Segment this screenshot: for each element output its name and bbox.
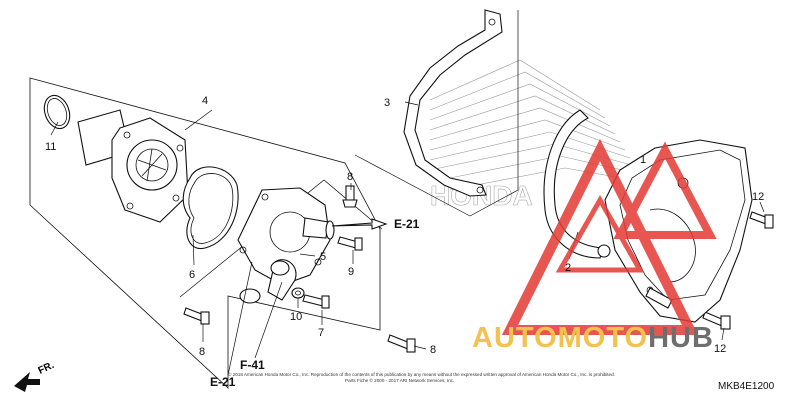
assembly-outline-box [29, 77, 381, 389]
e21-arrow [331, 218, 388, 230]
callout-7: 7 [318, 327, 324, 339]
bolt-12-upper [749, 211, 774, 229]
callout-2: 2 [565, 262, 571, 274]
pump-cover-part [237, 187, 335, 304]
callout-4: 4 [202, 95, 208, 107]
seal-grommet [597, 244, 611, 258]
front-direction-arrow [14, 372, 40, 392]
ref-e21-bottom: E-21 [210, 375, 236, 389]
watermark-logo: AUTOMOTOHUB [472, 138, 717, 354]
copyright-line-1: © 2018 American Honda Motor Co., Inc. Re… [228, 371, 615, 377]
ref-f41: F-41 [240, 358, 265, 372]
bracket-part [403, 9, 503, 197]
watermark-text-auto: AUTOMOTO [472, 322, 648, 354]
callout-12-lower: 12 [714, 343, 726, 355]
svg-text:AUTOMOTOHUB: AUTOMOTOHUB [472, 322, 714, 354]
bolt-8-top [342, 185, 358, 208]
bolt-8-left [183, 307, 210, 325]
washer-10 [291, 287, 305, 299]
callout-8-left: 8 [199, 346, 205, 358]
front-direction-label: FR. [37, 360, 56, 377]
callout-11: 11 [45, 141, 56, 153]
diagram-code: MKB4E1200 [718, 381, 775, 392]
callout-8-bottom: 8 [430, 344, 436, 356]
bolt-9 [337, 236, 363, 251]
callout-5: 5 [320, 251, 326, 263]
inner-box-line [179, 179, 383, 298]
ref-e21-right: E-21 [394, 217, 420, 231]
bolt-7 [302, 294, 330, 309]
watermark-triangle-small [613, 141, 717, 239]
bolt-12-lower [702, 311, 731, 330]
water-pump-body-part [77, 109, 189, 223]
frame-line-diag [354, 154, 471, 217]
o-ring-part [43, 94, 71, 130]
callout-6: 6 [189, 269, 195, 281]
callout-3: 3 [384, 97, 390, 109]
watermark-triangle-large [501, 138, 699, 335]
bolt-8-bottom [387, 334, 416, 353]
watermark-text-hub: HUB [648, 322, 714, 354]
callout-10: 10 [290, 311, 302, 323]
gasket-part [182, 166, 239, 250]
callout-8-top: 8 [347, 171, 353, 183]
callout-9: 9 [348, 266, 354, 278]
callout-12-upper: 12 [752, 191, 764, 203]
copyright-line-2: Parts Fiche © 2000 - 2017 ARI Network Se… [345, 377, 454, 383]
callout-1: 1 [640, 154, 646, 166]
frame-line-right [469, 10, 519, 217]
